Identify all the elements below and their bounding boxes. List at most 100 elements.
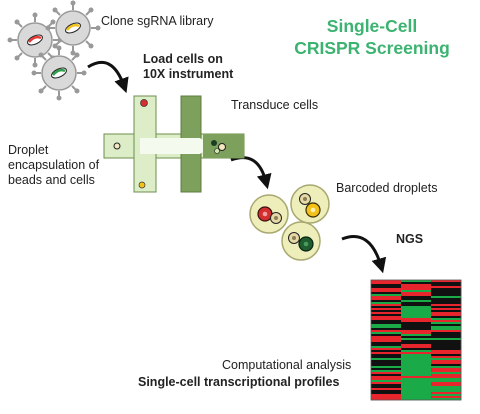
heatmap-cell — [401, 352, 432, 355]
heatmap-cell — [371, 320, 402, 323]
heatmap-cell — [431, 290, 462, 293]
heatmap-cell — [401, 318, 432, 321]
heatmap-cell — [371, 362, 402, 365]
heatmap-cell — [401, 332, 432, 335]
heatmap-cell — [431, 338, 462, 341]
heatmap-cell — [431, 370, 462, 373]
heatmap-cell — [401, 358, 432, 361]
heatmap-cell — [371, 330, 402, 333]
title-line-2: CRISPR Screening — [294, 38, 450, 58]
heatmap-cell — [371, 292, 402, 295]
heatmap-cell — [431, 282, 462, 285]
heatmap-cell — [401, 316, 432, 319]
heatmap-cell — [371, 332, 402, 335]
heatmap-cell — [371, 316, 402, 319]
heatmap-cell — [401, 284, 432, 287]
heatmap-cell — [431, 322, 462, 325]
heatmap-cell — [371, 396, 402, 399]
heatmap-cell — [431, 364, 462, 367]
heatmap-cell — [431, 380, 462, 383]
heatmap-cell — [431, 302, 462, 305]
heatmap-cell — [401, 344, 432, 347]
heatmap-cell — [371, 352, 402, 355]
heatmap-cell — [371, 326, 402, 329]
heatmap-cell — [401, 300, 432, 303]
heatmap-cell — [371, 344, 402, 347]
heatmap-cell — [431, 296, 462, 299]
heatmap-cell — [431, 300, 462, 303]
heatmap-cell — [371, 288, 402, 291]
heatmap-cell — [431, 306, 462, 309]
heatmap-cell — [431, 334, 462, 337]
heatmap-cell — [431, 316, 462, 319]
heatmap-cell — [401, 354, 432, 357]
heatmap-cell — [401, 290, 432, 293]
heatmap-cell — [401, 384, 432, 387]
heatmap-cell — [371, 312, 402, 315]
heatmap-cell — [401, 310, 432, 313]
heatmap-cell — [401, 392, 432, 395]
heatmap-cell — [431, 314, 462, 317]
heatmap-cell — [371, 374, 402, 377]
heatmap-cell — [401, 370, 432, 373]
heatmap-cell — [431, 390, 462, 393]
heatmap-cell — [371, 296, 402, 299]
heatmap-cell — [371, 380, 402, 383]
heatmap-cell — [431, 288, 462, 291]
heatmap-cell — [401, 342, 432, 345]
heatmap-cell — [371, 338, 402, 341]
droplet-encapsulation-label-line-1: Droplet — [8, 143, 49, 157]
heatmap-cell — [401, 326, 432, 329]
heatmap-cell — [371, 346, 402, 349]
heatmap-cell — [401, 306, 432, 309]
heatmap-cell — [371, 286, 402, 289]
heatmap-cell — [371, 382, 402, 385]
heatmap-cell — [371, 318, 402, 321]
droplet-encapsulation-label-line-3: beads and cells — [8, 173, 95, 187]
heatmap-cell — [431, 340, 462, 343]
heatmap-cell — [431, 310, 462, 313]
heatmap-cell — [401, 330, 432, 333]
heatmap-cell — [431, 312, 462, 315]
heatmap-cell — [401, 322, 432, 325]
heatmap-cell — [401, 348, 432, 351]
heatmap-cell — [401, 292, 432, 295]
heatmap-cell — [431, 328, 462, 331]
barcoded-droplets-label: Barcoded droplets — [336, 181, 438, 195]
heatmap-cell — [371, 366, 402, 369]
heatmap-cell — [371, 392, 402, 395]
heatmap-cell — [371, 302, 402, 305]
heatmap-cell — [401, 362, 432, 365]
heatmap-cell — [371, 290, 402, 293]
heatmap-cell — [401, 360, 432, 363]
heatmap-cell — [431, 362, 462, 365]
heatmap-cell — [401, 368, 432, 371]
droplet-icon — [290, 184, 330, 224]
heatmap-cell — [431, 378, 462, 381]
heatmap-cell — [431, 318, 462, 321]
heatmap-cell — [371, 358, 402, 361]
heatmap-cell — [401, 398, 432, 401]
heatmap-cell — [401, 336, 432, 339]
computational-analysis-label: Computational analysis — [222, 358, 352, 372]
heatmap-cell — [401, 314, 432, 317]
heatmap-cell — [371, 372, 402, 375]
heatmap-cell — [431, 292, 462, 295]
heatmap-cell — [371, 328, 402, 331]
heatmap-cell — [371, 386, 402, 389]
heatmap-cell — [371, 322, 402, 325]
heatmap-cell — [431, 398, 462, 401]
curved-arrow-icon — [230, 156, 272, 190]
heatmap-cell — [431, 356, 462, 359]
droplet-icon — [249, 194, 289, 234]
heatmap-cell — [401, 372, 432, 375]
library-label: Clone sgRNA library — [101, 14, 214, 28]
heatmap-cell — [371, 350, 402, 353]
heatmap-cell — [371, 340, 402, 343]
heatmap-cell — [371, 376, 402, 379]
heatmap-cell — [401, 376, 432, 379]
heatmap-cell — [371, 304, 402, 307]
load-cells-label-line-2: 10X instrument — [143, 67, 234, 81]
heatmap-cell — [431, 372, 462, 375]
